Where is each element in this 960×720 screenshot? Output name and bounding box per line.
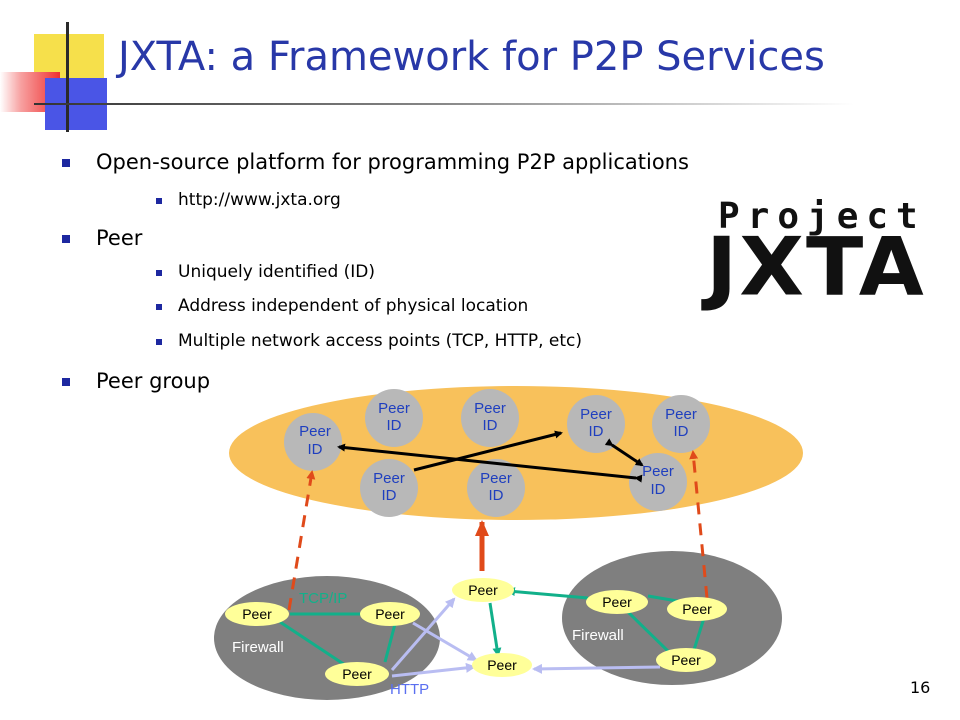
tcp-link [626,610,674,657]
peer-id-line1: Peer [642,463,674,480]
peer-oval: Peer [452,578,514,602]
logo-project-text: Project [718,196,926,237]
firewall-zone-right [562,551,782,685]
slide-title: JXTA: a Framework for P2P Services [118,34,825,80]
peer-oval: Peer [667,597,727,621]
http-link [412,621,478,662]
bullet-text: Peer group [96,369,211,393]
peer-id-line2: ID [589,423,604,440]
bullet-marker [156,304,162,310]
peer-id-line1: Peer [378,400,410,417]
tcp-link [488,602,502,657]
peer-id-node: Peer ID [461,389,519,447]
bullet-text: Address independent of physical location [178,296,529,316]
peer-id-node: Peer ID [467,459,525,517]
http-link [391,662,476,678]
bullet-text: Open-source platform for programming P2P… [96,150,689,174]
peer-id-line2: ID [489,487,504,504]
peer-oval: Peer [225,602,289,626]
peer-id-node: Peer ID [629,453,687,511]
group-arrow [337,443,643,483]
bullet-text: Peer [96,226,143,250]
bullet-marker [156,339,162,345]
bullet-marker [156,198,162,204]
firewall-label-left: Firewall [232,639,284,656]
bullet-text: Multiple network access points (TCP, HTT… [178,331,583,351]
tcp-link [506,587,589,600]
svg-text:Peer: Peer [468,582,498,598]
decorative-vertical-line [66,22,69,132]
svg-text:Peer: Peer [375,606,405,622]
peer-id-line1: Peer [580,406,612,423]
http-link [532,663,661,674]
peer-id-node: Peer ID [365,389,423,447]
peer-id-node: Peer ID [567,395,625,453]
svg-text:Peer: Peer [602,594,632,610]
page-number: 16 [910,678,931,697]
bullet-access-points: Multiple network access points (TCP, HTT… [156,331,583,351]
firewall-label-right: Firewall [572,627,624,644]
bullet-peer: Peer [62,226,143,250]
bullet-marker [62,159,70,167]
peer-oval: Peer [360,602,420,626]
peer-id-node: Peer ID [284,413,342,471]
bullet-text: http://www.jxta.org [178,190,341,210]
peer-oval: Peer [472,653,532,677]
title-underline [34,103,854,105]
peer-id-line2: ID [483,417,498,434]
bullet-marker [62,235,70,243]
tcpip-label: TCP/IP [299,590,347,607]
bullet-marker [62,378,70,386]
bullet-marker [156,270,162,276]
svg-text:Peer: Peer [242,606,272,622]
peer-id-line1: Peer [373,470,405,487]
peer-id-line1: Peer [480,470,512,487]
peer-id-node: Peer ID [652,395,710,453]
tcp-link [279,620,346,667]
peer-oval: Peer [656,648,716,672]
http-link [390,597,456,671]
tcp-link [383,623,397,663]
peer-id-line1: Peer [665,406,697,423]
peer-oval: Peer [586,590,648,614]
peer-oval: Peer [325,662,389,686]
peer-id-line1: Peer [299,423,331,440]
bullet-peer-group: Peer group [62,369,211,393]
logo-jxta-text: JXTA [706,220,926,314]
peer-id-line2: ID [382,487,397,504]
bullet-text: Uniquely identified (ID) [178,262,376,282]
dashed-arrow-left [287,470,316,611]
peer-id-line1: Peer [474,400,506,417]
tcp-link [691,617,706,654]
bullet-address-independent: Address independent of physical location [156,296,529,316]
peer-id-line2: ID [651,481,666,498]
bullet-unique-id: Uniquely identified (ID) [156,262,376,282]
dashed-arrow-right [689,450,709,599]
peer-id-line2: ID [387,417,402,434]
peer-id-line2: ID [674,423,689,440]
svg-text:Peer: Peer [342,666,372,682]
peer-id-node: Peer ID [360,459,418,517]
svg-text:Peer: Peer [682,601,712,617]
svg-text:Peer: Peer [671,652,701,668]
group-arrow [604,438,644,467]
bullet-url[interactable]: http://www.jxta.org [156,190,341,210]
bullet-open-source: Open-source platform for programming P2P… [62,150,689,174]
svg-text:Peer: Peer [487,657,517,673]
peer-id-line2: ID [308,441,323,458]
http-label: HTTP [390,681,429,698]
